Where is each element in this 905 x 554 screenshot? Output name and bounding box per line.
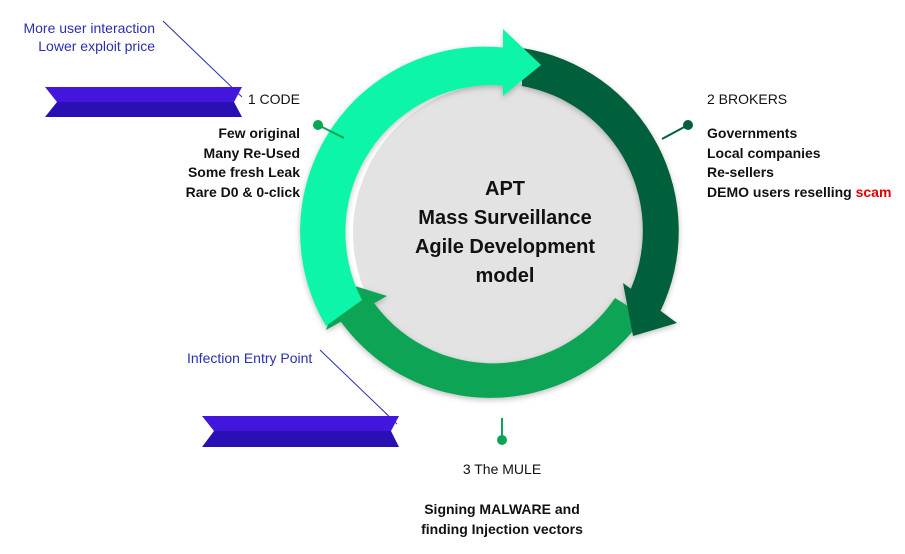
connector-code-dot: [313, 120, 323, 130]
arrow-brokers: [623, 283, 677, 336]
brokers-item: Re-sellers: [707, 164, 774, 180]
center-line: APT: [485, 178, 525, 200]
annotation-line: More user interaction: [23, 20, 155, 36]
pointer-line-bottom: [319, 349, 398, 425]
connector-brokers-dot: [683, 120, 693, 130]
connector-mule-dot: [497, 435, 507, 445]
pointer-line-top: [162, 20, 243, 98]
annotation-bottom-left: Infection Entry Point: [187, 350, 313, 366]
flag-bottom-lower: [202, 431, 399, 447]
arrow-code: [503, 29, 541, 96]
brokers-title: 2 BROKERS: [707, 91, 788, 107]
center-line: model: [475, 265, 535, 287]
annotation-top-left: More user interaction Lower exploit pric…: [10, 20, 155, 54]
mule-item: finding Injection vectors: [421, 521, 583, 537]
code-items: Few original Many Re-Used Some fresh Lea…: [150, 124, 300, 202]
brokers-item: Local companies: [707, 144, 821, 161]
flag-top-upper: [45, 87, 242, 102]
brokers-item-last: DEMO users reselling scam: [707, 183, 891, 203]
code-item: Many Re-Used: [203, 144, 300, 161]
inner-disc: [353, 83, 653, 383]
center-title: APT Mass Surveillance Agile Development …: [405, 175, 605, 291]
code-title: 1 CODE: [247, 91, 300, 107]
segment-mule: [330, 289, 644, 398]
mule-title: 3 The MULE: [462, 461, 542, 477]
flag-top-lower: [45, 102, 242, 117]
mule-items: Signing MALWARE and finding Injection ve…: [382, 499, 622, 539]
code-item: Some fresh Leak: [187, 164, 300, 180]
code-item: Few original: [218, 125, 300, 141]
center-line: Agile Development: [414, 236, 596, 258]
center-line: Mass Surveillance: [418, 207, 592, 229]
brokers-item: Governments: [707, 125, 798, 141]
scam-highlight: scam: [855, 183, 892, 200]
mule-item: Signing MALWARE and: [424, 501, 580, 517]
annotation-line: Lower exploit price: [38, 38, 155, 54]
brokers-items: Governments Local companies Re-sellers D…: [707, 124, 891, 202]
segment-brokers: [522, 48, 679, 312]
flag-bottom-upper: [202, 416, 399, 431]
code-item: Rare D0 & 0-click: [185, 183, 300, 200]
segment-code: [300, 46, 508, 327]
brokers-item-prefix: DEMO users reselling: [707, 183, 856, 200]
